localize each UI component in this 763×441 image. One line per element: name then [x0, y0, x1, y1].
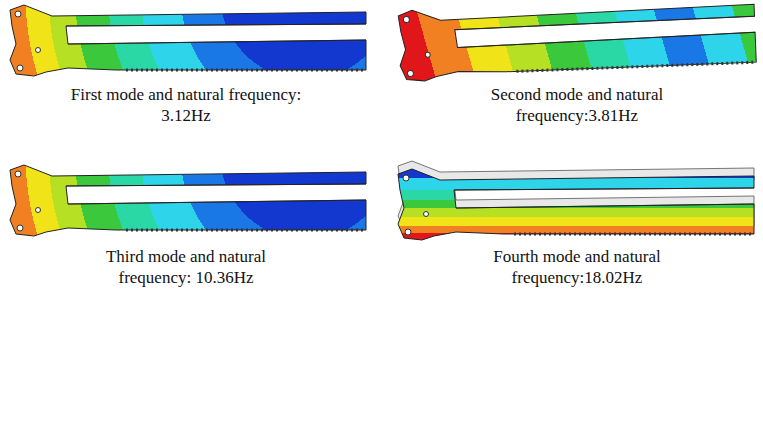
mode-caption: Second mode and natural frequency:3.81Hz [472, 84, 682, 126]
mode-caption: Third mode and natural frequency: 10.36H… [81, 246, 291, 288]
mode-caption: Fourth mode and natural frequency:18.02H… [472, 246, 682, 288]
mode-caption: First mode and natural frequency: 3.12Hz [55, 84, 317, 126]
